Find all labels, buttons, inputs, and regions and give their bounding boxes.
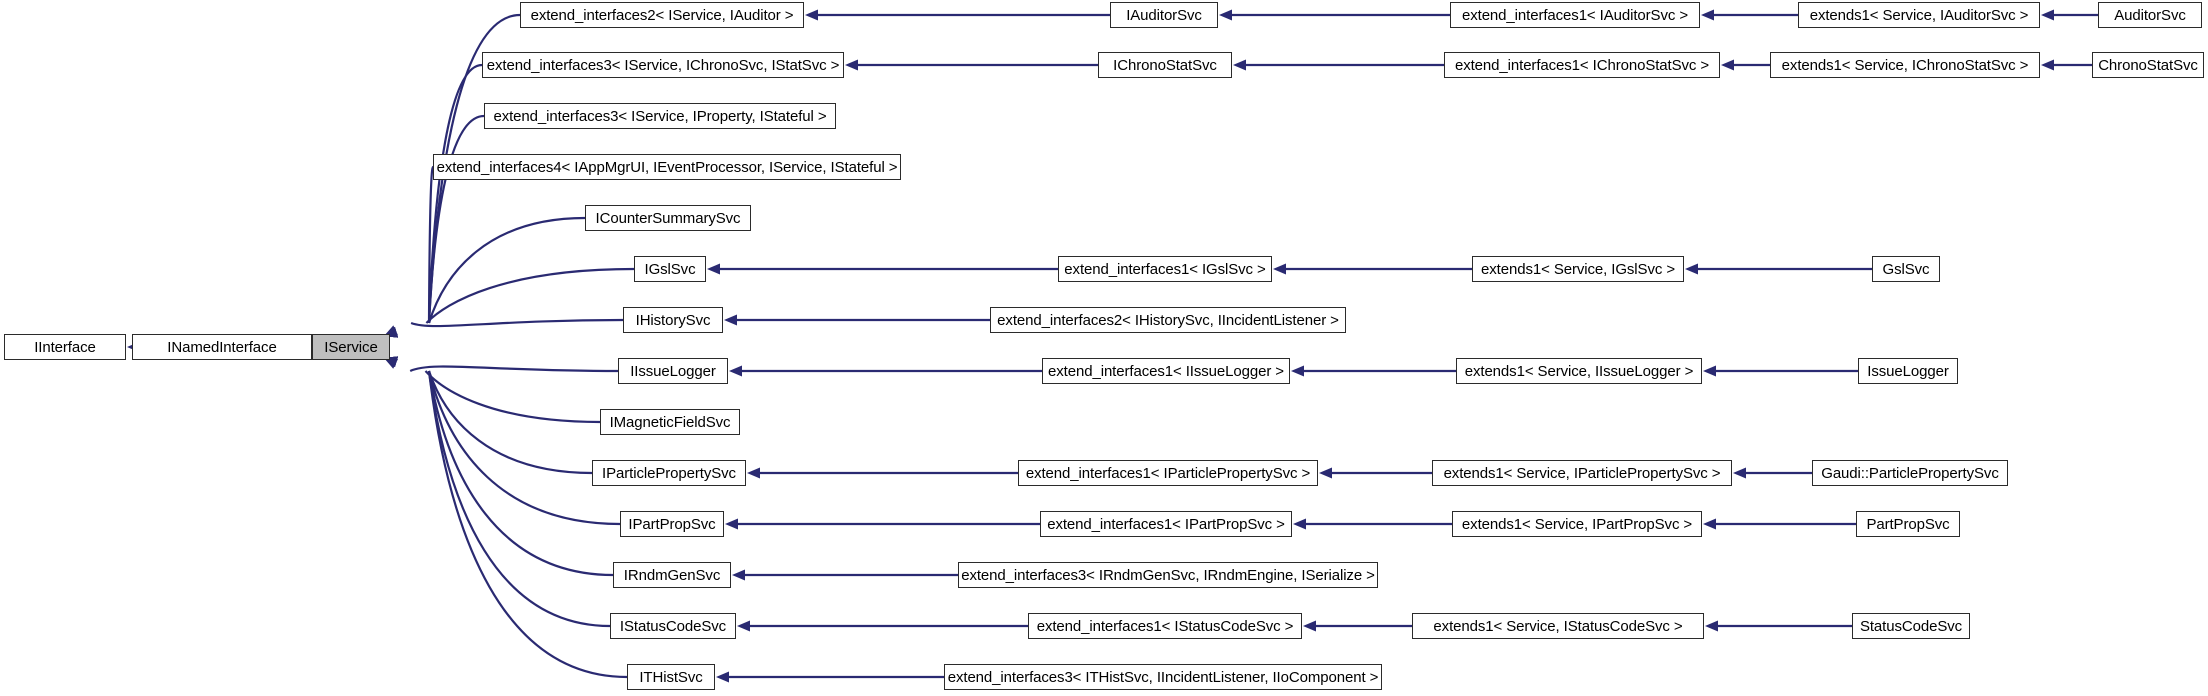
graph-node-IRndmGenSvc[interactable]: IRndmGenSvc [613,562,731,588]
graph-node-label: extend_interfaces1< IAuditorSvc > [1461,6,1688,24]
graph-node-PartPropSvc[interactable]: PartPropSvc [1856,511,1960,537]
graph-node-ex1_IAuditorSvc[interactable]: extends1< Service, IAuditorSvc > [1798,2,2040,28]
graph-node-IssueLogger[interactable]: IssueLogger [1858,358,1958,384]
graph-node-label: extends1< Service, IChronoStatSvc > [1781,56,2029,74]
graph-node-label: IIssueLogger [630,362,716,380]
graph-node-label: IPartPropSvc [628,515,716,533]
graph-node-label: PartPropSvc [1866,515,1950,533]
graph-node-StatusCodeSvc[interactable]: StatusCodeSvc [1852,613,1970,639]
graph-node-ei2_IAuditor[interactable]: extend_interfaces2< IService, IAuditor > [520,2,804,28]
graph-node-ChronoStatSvc[interactable]: ChronoStatSvc [2092,52,2204,78]
graph-node-label: ITHistSvc [639,668,703,686]
graph-node-label: extend_interfaces3< IService, IProperty,… [493,107,827,125]
graph-node-IChronoStatSvc[interactable]: IChronoStatSvc [1098,52,1232,78]
graph-node-GaudiParticlePropSvc[interactable]: Gaudi::ParticlePropertySvc [1812,460,2008,486]
graph-node-label: IHistorySvc [635,311,711,329]
graph-node-label: extends1< Service, IParticlePropertySvc … [1443,464,1721,482]
graph-node-IStatusCodeSvc[interactable]: IStatusCodeSvc [610,613,736,639]
graph-node-label: IInterface [34,338,96,356]
graph-node-label: extends1< Service, IPartPropSvc > [1461,515,1693,533]
graph-node-label: IParticlePropertySvc [602,464,736,482]
graph-node-label: IGslSvc [644,260,696,278]
graph-node-IMagneticFieldSvc[interactable]: IMagneticFieldSvc [600,409,740,435]
graph-node-ei3_IProperty[interactable]: extend_interfaces3< IService, IProperty,… [484,103,836,129]
graph-node-label: GslSvc [1882,260,1930,278]
graph-node-label: StatusCodeSvc [1859,617,1963,635]
graph-node-label: ICounterSummarySvc [595,209,741,227]
graph-node-ei3_ITHistSvc[interactable]: extend_interfaces3< ITHistSvc, IIncident… [944,664,1382,690]
graph-node-label: IChronoStatSvc [1113,56,1217,74]
graph-node-ei3_IRndmGenSvc[interactable]: extend_interfaces3< IRndmGenSvc, IRndmEn… [958,562,1378,588]
graph-node-label: extend_interfaces2< IService, IAuditor > [530,6,794,24]
graph-node-ex1_IParticlePropSvc[interactable]: extends1< Service, IParticlePropertySvc … [1432,460,1732,486]
graph-node-GslSvc[interactable]: GslSvc [1872,256,1940,282]
graph-node-ei3_IChronoStat[interactable]: extend_interfaces3< IService, IChronoSvc… [482,52,844,78]
graph-node-label: extend_interfaces2< IHistorySvc, IIncide… [997,311,1339,329]
graph-node-IInterface[interactable]: IInterface [4,334,126,360]
graph-node-INamedInterface[interactable]: INamedInterface [132,334,312,360]
graph-node-ei2_IHistorySvc[interactable]: extend_interfaces2< IHistorySvc, IIncide… [990,307,1346,333]
graph-node-ex1_IChronoStatSvc[interactable]: extends1< Service, IChronoStatSvc > [1770,52,2040,78]
graph-node-IPartPropSvc[interactable]: IPartPropSvc [620,511,724,537]
graph-node-IIssueLogger[interactable]: IIssueLogger [618,358,728,384]
graph-node-ex1_IIssueLogger[interactable]: extends1< Service, IIssueLogger > [1456,358,1702,384]
graph-node-ei1_IPartPropSvc[interactable]: extend_interfaces1< IPartPropSvc > [1040,511,1292,537]
graph-node-label: extend_interfaces3< ITHistSvc, IIncident… [947,668,1379,686]
graph-node-ei1_IIssueLogger[interactable]: extend_interfaces1< IIssueLogger > [1042,358,1290,384]
graph-node-label: AuditorSvc [2114,6,2186,24]
graph-node-AuditorSvc[interactable]: AuditorSvc [2098,2,2202,28]
graph-node-IAuditorSvc[interactable]: IAuditorSvc [1110,2,1218,28]
graph-node-label: extends1< Service, IGslSvc > [1481,260,1675,278]
graph-node-label: ChronoStatSvc [2098,56,2198,74]
graph-node-ei1_IStatusCodeSvc[interactable]: extend_interfaces1< IStatusCodeSvc > [1028,613,1302,639]
graph-node-label: extends1< Service, IStatusCodeSvc > [1433,617,1683,635]
graph-node-label: extend_interfaces1< IParticlePropertySvc… [1025,464,1311,482]
graph-node-label: extend_interfaces3< IRndmGenSvc, IRndmEn… [961,566,1375,584]
graph-node-label: extend_interfaces4< IAppMgrUI, IEventPro… [436,158,898,176]
graph-node-label: extend_interfaces1< IPartPropSvc > [1047,515,1285,533]
graph-node-IService[interactable]: IService [312,334,390,360]
graph-node-label: extend_interfaces1< IChronoStatSvc > [1454,56,1710,74]
graph-node-label: IssueLogger [1867,362,1949,380]
graph-node-label: INamedInterface [167,338,277,356]
graph-node-label: extend_interfaces1< IGslSvc > [1064,260,1266,278]
graph-node-ei1_IChronoStatSvc[interactable]: extend_interfaces1< IChronoStatSvc > [1444,52,1720,78]
graph-node-label: IService [324,338,378,356]
graph-node-label: IRndmGenSvc [623,566,721,584]
graph-node-ei1_IParticlePropSvc[interactable]: extend_interfaces1< IParticlePropertySvc… [1018,460,1318,486]
graph-node-ei4_IAppMgrUI[interactable]: extend_interfaces4< IAppMgrUI, IEventPro… [433,154,901,180]
graph-node-label: IAuditorSvc [1126,6,1202,24]
graph-node-label: IMagneticFieldSvc [609,413,731,431]
graph-node-ex1_IPartPropSvc[interactable]: extends1< Service, IPartPropSvc > [1452,511,1702,537]
graph-node-ex1_IStatusCodeSvc[interactable]: extends1< Service, IStatusCodeSvc > [1412,613,1704,639]
graph-node-ei1_IGslSvc[interactable]: extend_interfaces1< IGslSvc > [1058,256,1272,282]
graph-node-ex1_IGslSvc[interactable]: extends1< Service, IGslSvc > [1472,256,1684,282]
graph-node-label: extends1< Service, IAuditorSvc > [1809,6,2029,24]
graph-node-label: extend_interfaces1< IStatusCodeSvc > [1036,617,1294,635]
graph-node-IGslSvc[interactable]: IGslSvc [634,256,706,282]
graph-node-label: extends1< Service, IIssueLogger > [1464,362,1694,380]
graph-node-label: extend_interfaces1< IIssueLogger > [1048,362,1284,380]
graph-node-IParticlePropertySvc[interactable]: IParticlePropertySvc [592,460,746,486]
graph-node-ICounterSummarySvc[interactable]: ICounterSummarySvc [585,205,751,231]
graph-node-label: extend_interfaces3< IService, IChronoSvc… [486,56,840,74]
graph-node-label: Gaudi::ParticlePropertySvc [1821,464,1999,482]
graph-node-label: IStatusCodeSvc [619,617,727,635]
graph-node-IHistorySvc[interactable]: IHistorySvc [623,307,723,333]
graph-node-ei1_IAuditorSvc[interactable]: extend_interfaces1< IAuditorSvc > [1450,2,1700,28]
graph-node-ITHistSvc[interactable]: ITHistSvc [627,664,715,690]
